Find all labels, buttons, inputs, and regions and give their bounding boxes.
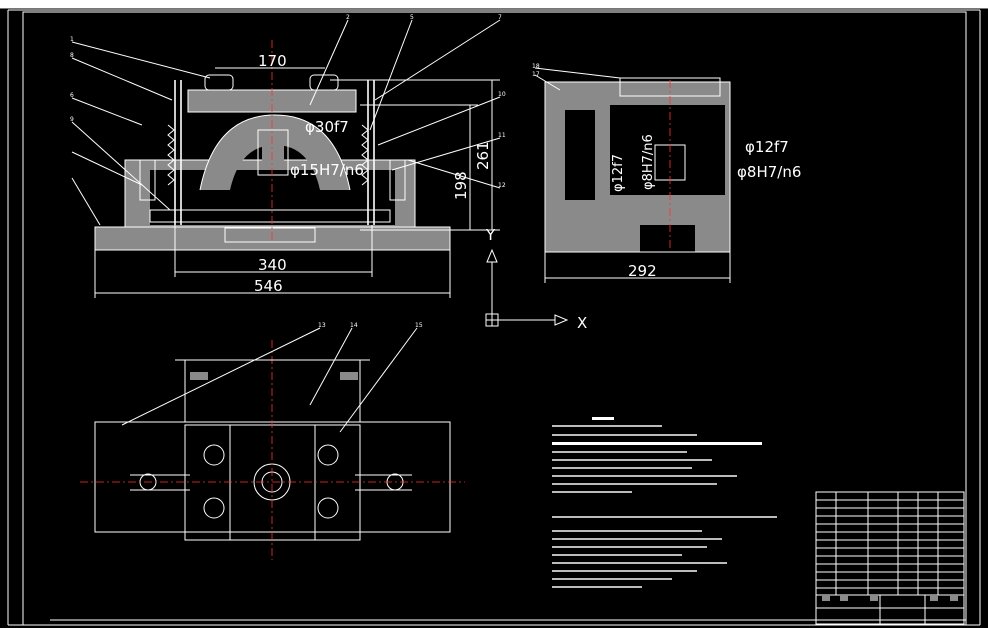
fit-side-d: φ12f7 [611,154,626,192]
balloon-12: 12 [498,182,506,189]
balloon-10: 10 [498,91,506,98]
top-view: 13 14 15 [80,322,465,560]
balloon-8: 8 [70,52,74,59]
dim-width-top: 170 [258,52,287,70]
fit-side-b: φ8H7/n6 [737,163,801,181]
dim-width-mid: 340 [258,256,287,274]
fit-label-b: φ15H7/n6 [290,161,364,179]
balloon-1: 1 [70,36,74,43]
balloon-11: 11 [498,132,506,139]
front-view-dimensions: 170 340 546 φ30f7 φ15H7/n6 198 261 1 8 2… [70,14,506,295]
fit-label-a: φ30f7 [305,118,349,136]
dim-height-2: 261 [474,141,492,170]
margin-markers [22,12,967,625]
side-view: 292 φ12f7 φ8H7/n6 φ8H7/n6 φ12f7 18 17 [532,63,801,283]
technical-notes [552,417,777,588]
balloon-2: 2 [346,14,350,21]
dim-side-width: 292 [628,262,657,280]
dim-height-1: 198 [452,171,470,200]
balloon-7: 7 [498,14,502,21]
ucs-icon: X Y [485,226,587,332]
balloon-13: 13 [318,322,326,329]
balloon-5: 5 [410,14,414,21]
fit-side-c: φ8H7/n6 [641,134,656,190]
dim-width-total: 546 [254,277,283,295]
sheet-frame [7,9,981,626]
balloon-18: 18 [532,63,540,70]
ucs-y-label: Y [485,226,496,244]
toolbar-strip [0,0,988,9]
front-view [71,19,501,298]
balloon-15: 15 [415,322,423,329]
title-block [815,491,965,625]
balloon-9: 9 [70,116,74,123]
balloon-6: 6 [70,92,74,99]
ucs-x-label: X [577,314,587,332]
fit-side-a: φ12f7 [745,138,789,156]
balloon-17: 17 [532,71,540,78]
balloon-14: 14 [350,322,358,329]
